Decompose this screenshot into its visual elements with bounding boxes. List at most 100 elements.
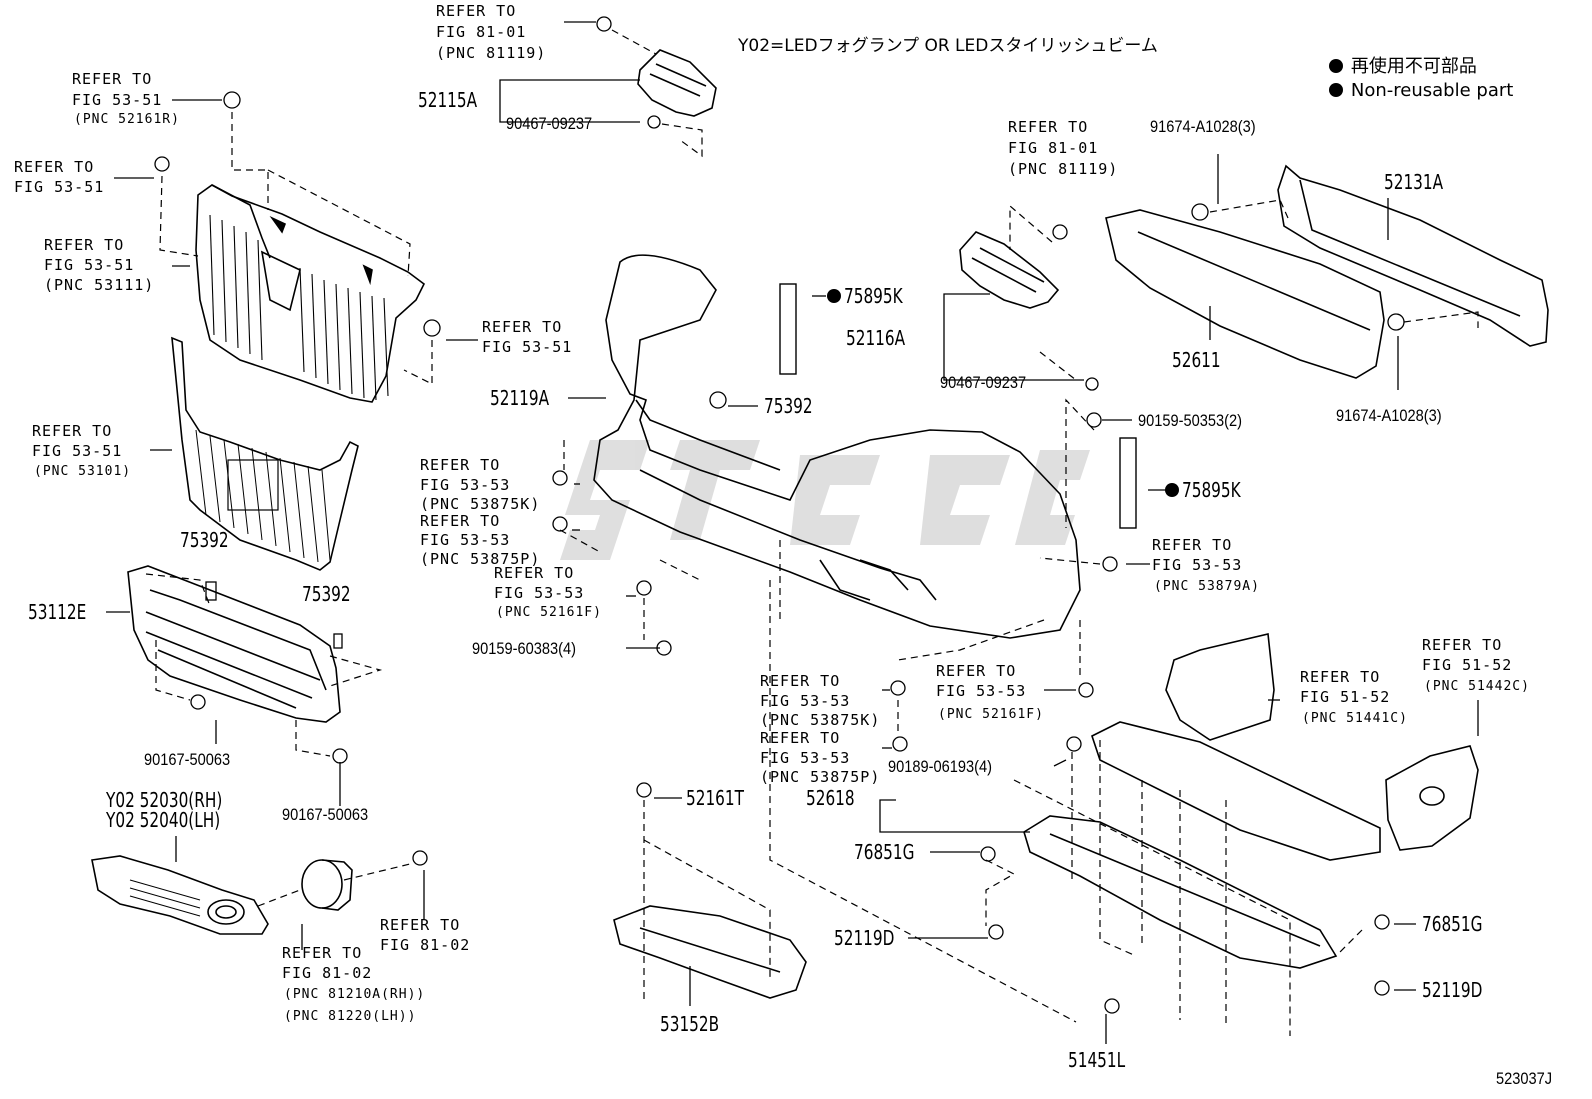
ref-label: REFER TO bbox=[44, 236, 125, 254]
pnc-label: (PNC 81220(LH)) bbox=[284, 1009, 417, 1024]
part-number: 52131A bbox=[1384, 170, 1444, 194]
fig-label: FIG 51-52 bbox=[1300, 688, 1391, 706]
seal-strip-b-drawing bbox=[1119, 437, 1137, 529]
pnc-label: (PNC 53111) bbox=[44, 276, 155, 294]
ref-label: REFER TO bbox=[1422, 636, 1503, 654]
part-number: 53112E bbox=[28, 600, 87, 624]
part-number: 76851G bbox=[1422, 912, 1483, 936]
pnc-label: (PNC 53879A) bbox=[1154, 579, 1260, 594]
part-number: 52119D bbox=[1422, 978, 1483, 1002]
fig-label: FIG 53-51 bbox=[72, 91, 163, 109]
part-number-non-reusable: 75895K bbox=[1182, 478, 1241, 502]
fig-label: FIG 53-53 bbox=[936, 682, 1027, 700]
pnc-label: (PNC 53101) bbox=[34, 464, 132, 479]
part-number: 52119D bbox=[834, 926, 895, 950]
part-number: 76851G bbox=[854, 840, 915, 864]
part-number-non-reusable: 75895K bbox=[844, 284, 903, 308]
legend-en: Non-reusable part bbox=[1306, 64, 1513, 118]
fastener-icons bbox=[154, 16, 1405, 1014]
part-number: 91674-A1028(3) bbox=[1150, 117, 1256, 136]
variant-note: Y02=LEDフォグランプ OR LEDスタイリッシュビーム bbox=[738, 36, 1158, 56]
non-reusable-dot-icon bbox=[827, 289, 841, 303]
ref-label: REFER TO bbox=[420, 512, 501, 530]
grille-insert-drawing bbox=[171, 336, 359, 571]
pnc-label: (PNC 52161R) bbox=[74, 112, 180, 127]
part-number: 90159-60383(4) bbox=[472, 639, 577, 658]
ref-label: REFER TO bbox=[760, 729, 841, 747]
fig-label: FIG 53-53 bbox=[760, 749, 851, 767]
part-number: 90167-50063 bbox=[282, 805, 369, 824]
fig-label: FIG 53-53 bbox=[420, 531, 511, 549]
part-number: 52116A bbox=[846, 326, 906, 350]
fig-label: FIG 51-52 bbox=[1422, 656, 1513, 674]
pnc-label: (PNC 52161F) bbox=[496, 605, 602, 620]
fig-label: FIG 81-01 bbox=[436, 23, 527, 41]
part-number: 75392 bbox=[764, 394, 813, 418]
ref-label: REFER TO bbox=[380, 916, 461, 934]
pnc-label: (PNC 52161F) bbox=[938, 707, 1044, 722]
pnc-label: (PNC 51441C) bbox=[1302, 711, 1408, 726]
air-guide-53152b-drawing bbox=[613, 905, 807, 999]
part-number: 51451L bbox=[1068, 1048, 1126, 1072]
ref-label: REFER TO bbox=[1300, 668, 1381, 686]
non-reusable-dot-icon bbox=[1328, 59, 1343, 73]
diagram-code: 523037J bbox=[1496, 1069, 1553, 1088]
pnc-label: (PNC 53875K) bbox=[760, 711, 881, 729]
fig-label: FIG 53-53 bbox=[760, 692, 851, 710]
dashed-guide-lines bbox=[145, 29, 1479, 1036]
fig-label: FIG 53-53 bbox=[494, 584, 585, 602]
ref-label: REFER TO bbox=[14, 158, 95, 176]
engine-under-cover-drawing bbox=[1091, 633, 1479, 861]
ref-label: REFER TO bbox=[436, 2, 517, 20]
bracket-52115a-drawing bbox=[637, 49, 717, 117]
legend-jp: 再使用不可部品 bbox=[1306, 40, 1477, 94]
bumper-reinforcement-drawing bbox=[1277, 164, 1549, 347]
fig-label: FIG 53-53 bbox=[420, 476, 511, 494]
part-number: 75392 bbox=[180, 528, 229, 552]
part-number: 75392 bbox=[302, 582, 351, 606]
part-number: 52119A bbox=[490, 386, 550, 410]
pnc-label: (PNC 81119) bbox=[1008, 160, 1119, 178]
ref-label: REFER TO bbox=[482, 318, 563, 336]
ref-label: REFER TO bbox=[494, 564, 575, 582]
pnc-label: (PNC 81119) bbox=[436, 44, 547, 62]
fig-label: FIG 53-53 bbox=[1152, 556, 1243, 574]
part-number: 90467-09237 bbox=[506, 114, 593, 133]
non-reusable-dot-icon bbox=[1165, 483, 1179, 497]
seal-strip-a-drawing bbox=[779, 283, 797, 375]
ref-label: REFER TO bbox=[936, 662, 1017, 680]
part-number: Y02 52030(RH) bbox=[106, 788, 223, 812]
watermark-logo bbox=[560, 440, 1090, 560]
part-number: 90167-50063 bbox=[144, 750, 231, 769]
part-number: 90189-06193(4) bbox=[888, 757, 993, 776]
bumper-cover-drawing bbox=[593, 254, 1081, 639]
non-reusable-dot-icon bbox=[1328, 83, 1343, 97]
ref-label: REFER TO bbox=[1152, 536, 1233, 554]
part-number: 91674-A1028(3) bbox=[1336, 406, 1442, 425]
fig-label: FIG 53-51 bbox=[482, 338, 573, 356]
part-number: 90159-50353(2) bbox=[1138, 411, 1243, 430]
pnc-label: (PNC 53875P) bbox=[760, 768, 881, 786]
ref-label: REFER TO bbox=[420, 456, 501, 474]
pnc-label: (PNC 81210A(RH)) bbox=[284, 987, 426, 1002]
bracket-52116a-drawing bbox=[959, 231, 1060, 309]
energy-absorber-drawing bbox=[1105, 209, 1385, 379]
legend-jp-text: 再使用不可部品 bbox=[1350, 56, 1477, 77]
fig-label: FIG 81-02 bbox=[282, 964, 373, 982]
part-number: 52618 bbox=[806, 786, 855, 810]
ref-label: REFER TO bbox=[760, 672, 841, 690]
fig-label: FIG 81-01 bbox=[1008, 139, 1099, 157]
part-number: 52115A bbox=[418, 88, 478, 112]
lower-grille-drawing bbox=[127, 565, 341, 723]
ref-label: REFER TO bbox=[282, 944, 363, 962]
ref-label: REFER TO bbox=[1008, 118, 1089, 136]
fig-label: FIG 53-51 bbox=[32, 442, 123, 460]
radiator-grille-drawing bbox=[195, 184, 426, 403]
part-number: 52611 bbox=[1172, 348, 1221, 372]
part-number: 90467-09237 bbox=[940, 373, 1027, 392]
pnc-label: (PNC 53875P) bbox=[420, 550, 541, 568]
lower-under-cover-drawing bbox=[1023, 815, 1338, 969]
leader-lines bbox=[106, 21, 1479, 1044]
